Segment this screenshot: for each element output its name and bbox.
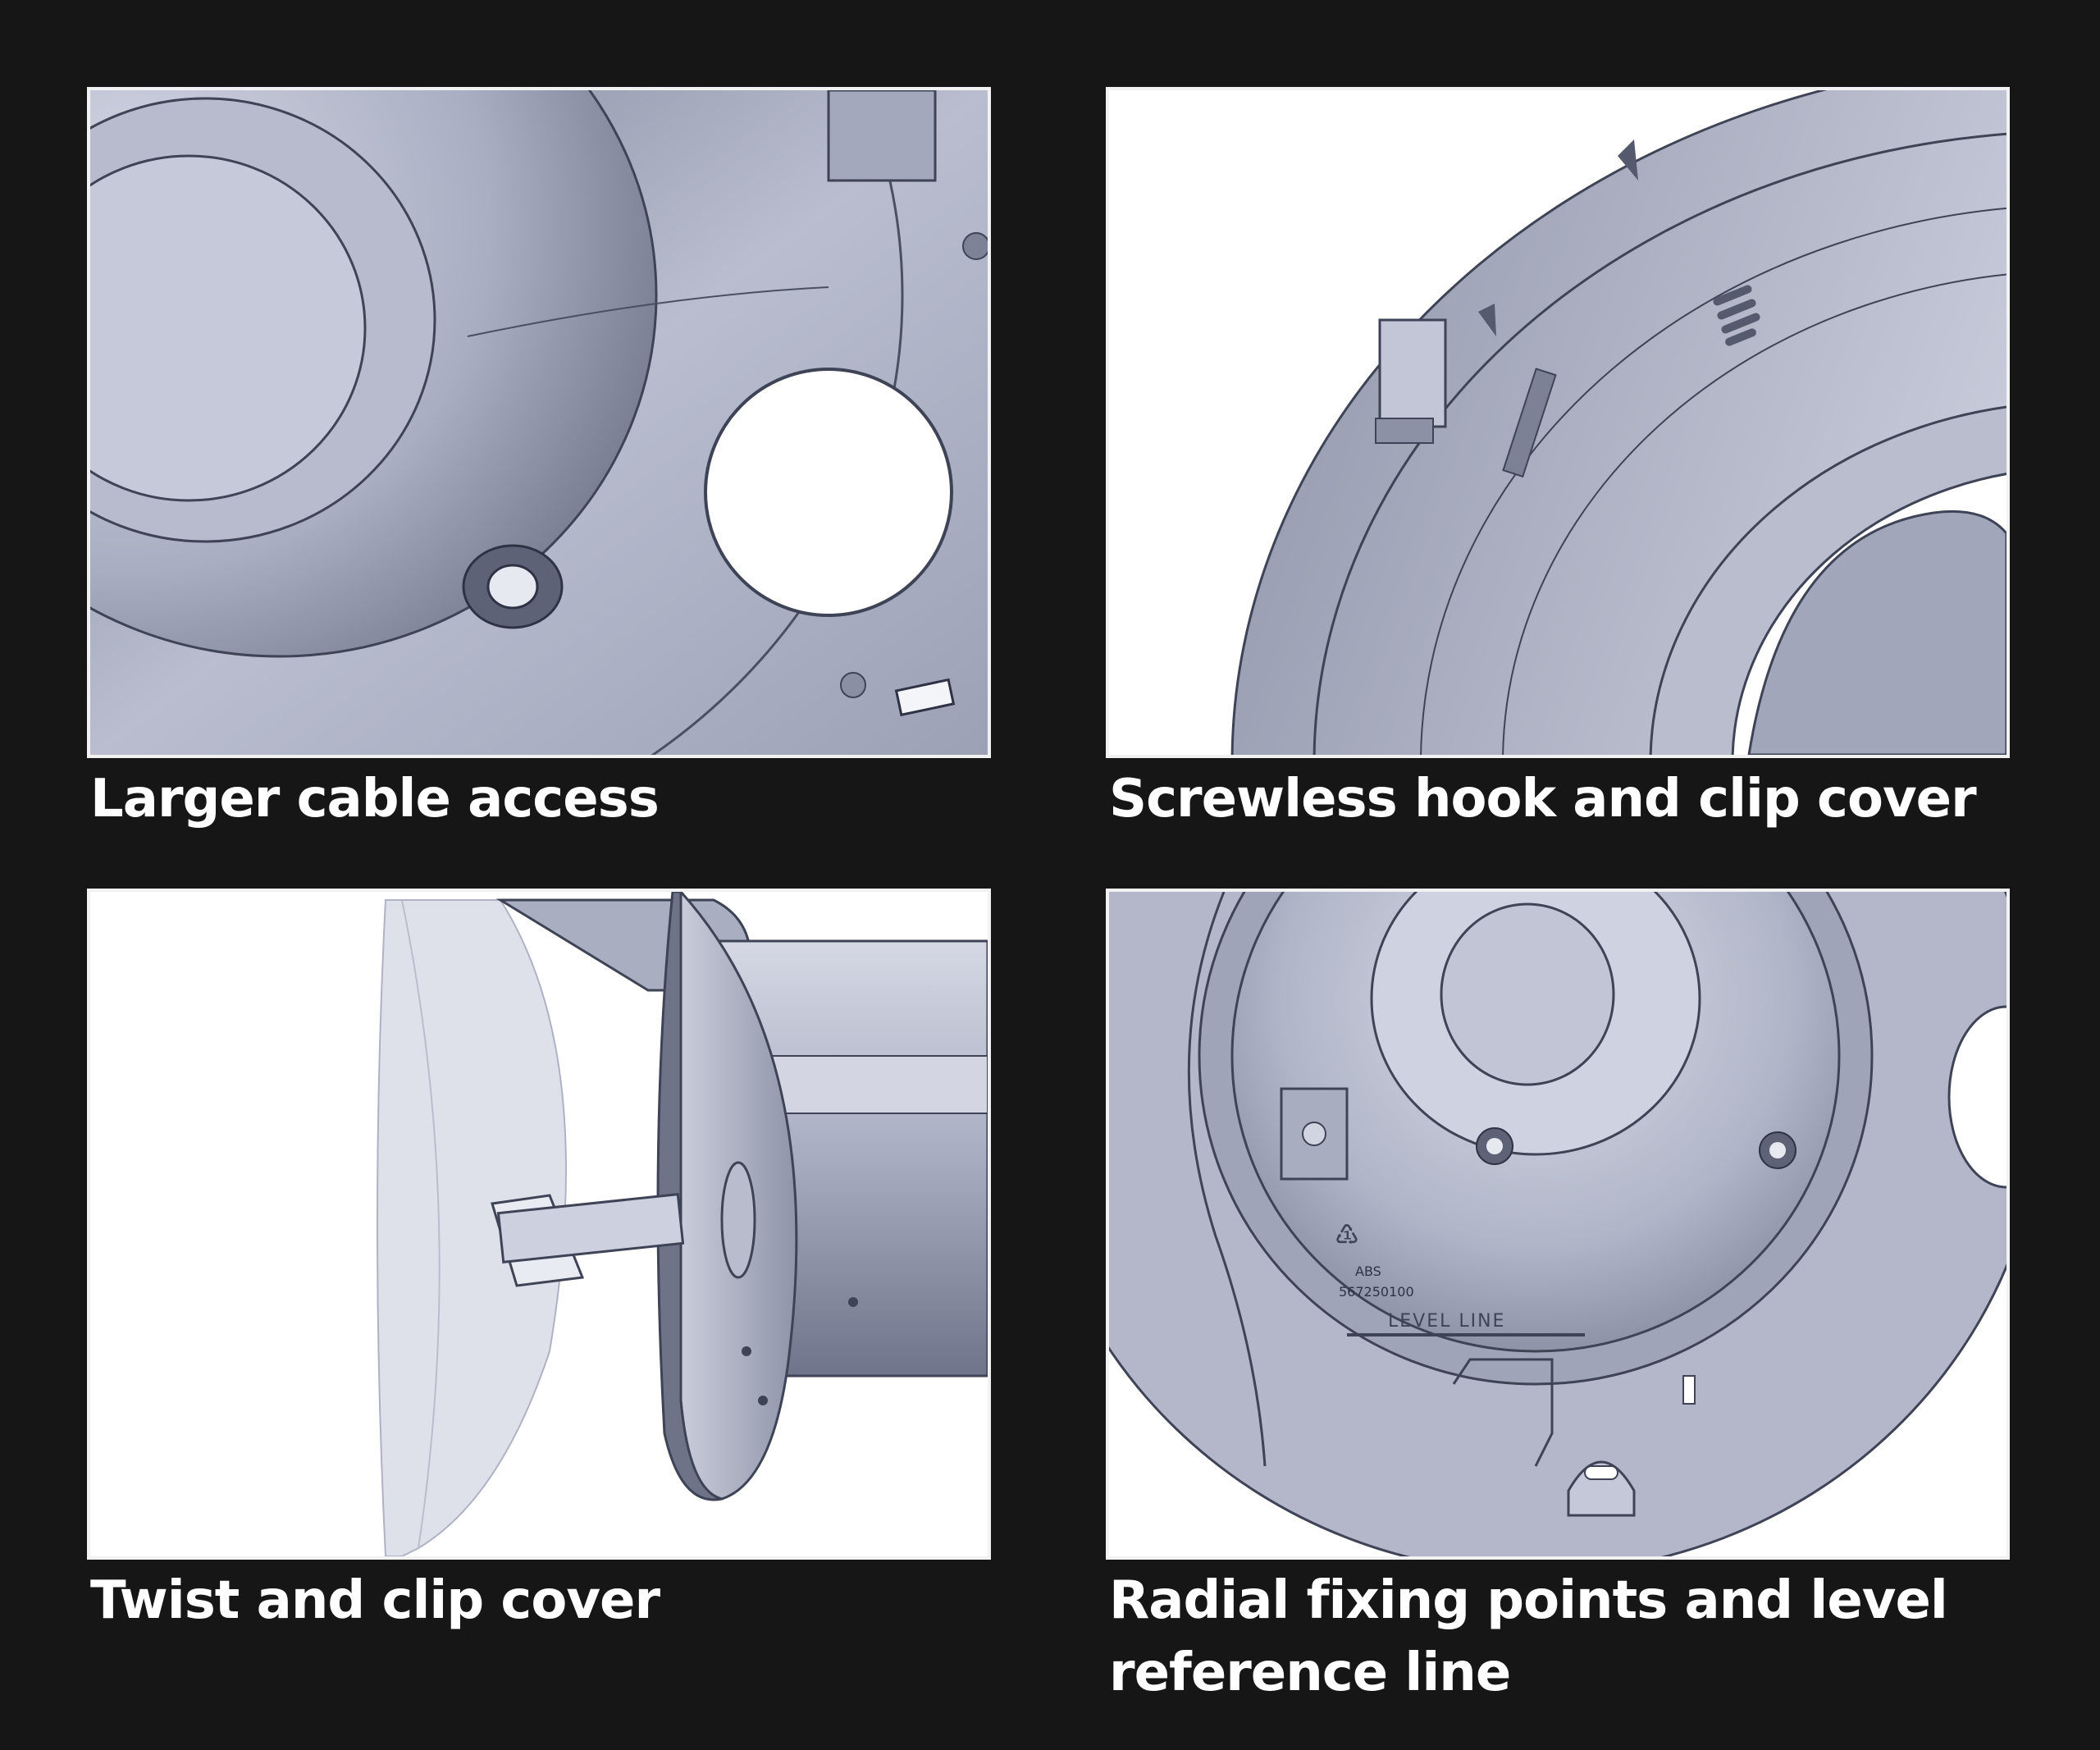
- twist-clip-illustration: [90, 892, 988, 1556]
- panel-radial-fixing-render: ♳ ABS 567250100 LEVEL LINE: [1106, 889, 2010, 1560]
- radial-fixing-illustration: ♳ ABS 567250100 LEVEL LINE: [1109, 892, 2006, 1556]
- caption-line: reference line: [1109, 1643, 1511, 1703]
- caption-cable-access: Larger cable access: [90, 763, 1034, 835]
- part-number-marking: 567250100: [1339, 1284, 1414, 1300]
- caption-line: Twist and clip cover: [90, 1570, 660, 1631]
- caption-hook-clip: Screwless hook and clip cover: [1109, 763, 2052, 835]
- caption-radial-fixing: Radial fixing points and level reference…: [1109, 1565, 2052, 1709]
- level-line-text: LEVEL LINE: [1388, 1311, 1505, 1332]
- caption-line: Radial fixing points and level: [1109, 1570, 1948, 1631]
- caption-line: Larger cable access: [90, 769, 660, 829]
- hook-clip-illustration: [1109, 90, 2006, 755]
- cable-access-illustration: [90, 90, 988, 755]
- caption-twist-clip: Twist and clip cover: [90, 1565, 1034, 1637]
- panel-cable-access-render: [87, 87, 991, 758]
- svg-text:♳: ♳: [1335, 1219, 1359, 1252]
- material-marking: ABS: [1355, 1263, 1381, 1279]
- panel-hook-clip-render: [1106, 87, 2010, 758]
- caption-line: Screwless hook and clip cover: [1109, 769, 1977, 829]
- panel-twist-clip-render: [87, 889, 991, 1560]
